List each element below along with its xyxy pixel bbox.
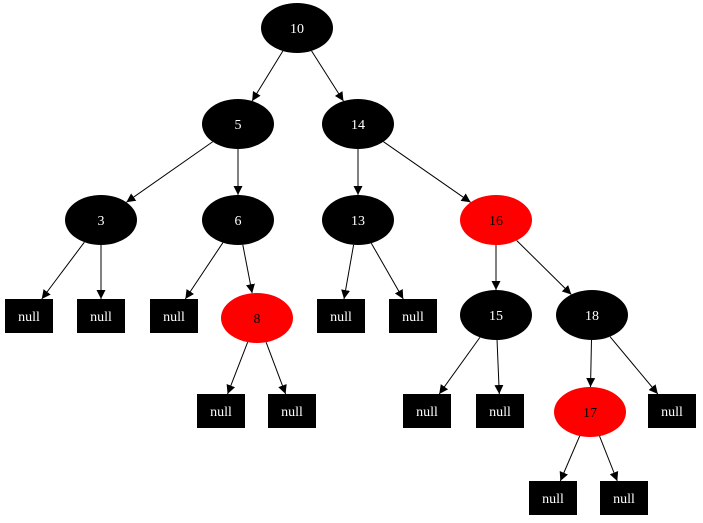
tree-node-14: 14 [322,99,394,149]
tree-node-8: 8 [221,293,293,343]
null-box [150,299,198,333]
tree-node-13: 13 [322,195,394,245]
null-leaf: null [77,299,125,333]
null-label: null [330,310,352,325]
edge-n13-z5 [370,242,404,300]
node-ellipse [65,195,137,245]
edge-n5-n3 [126,141,213,203]
null-box [403,394,451,428]
edge-n8-z6 [226,341,249,395]
edge-n18-z10 [609,336,659,395]
null-leaf: null [197,394,245,428]
node-ellipse [322,99,394,149]
null-leaf: null [600,481,648,515]
edge-n15-z8 [438,337,481,395]
null-leaf: null [648,394,696,428]
edge-n17-z11 [559,435,581,482]
node-label: 16 [489,214,503,229]
null-leaf: null [403,394,451,428]
edge-n17-z12 [599,435,619,482]
node-label: 10 [290,22,304,37]
null-leaf: null [476,394,524,428]
null-label: null [402,310,424,325]
node-ellipse [261,3,333,53]
null-label: null [281,405,303,420]
edge-n16-n18 [516,240,572,295]
node-label: 18 [585,309,599,324]
null-label: null [18,310,40,325]
null-box [529,481,577,515]
node-label: 15 [489,309,503,324]
tree-node-16: 16 [460,195,532,245]
tree-node-15: 15 [460,290,532,340]
null-label: null [163,310,185,325]
edge-n10-n14 [311,50,344,102]
null-label: null [90,310,112,325]
null-leaf: null [5,299,53,333]
node-ellipse [202,195,274,245]
tree-node-17: 17 [554,387,626,437]
node-label: 14 [351,118,365,133]
edge-n18-n17 [586,339,596,388]
null-label: null [489,405,511,420]
null-leaf: null [389,299,437,333]
node-ellipse [556,290,628,340]
edge-n6-z3 [184,242,224,300]
node-ellipse [221,293,293,343]
null-box [317,299,365,333]
edge-n10-n5 [251,50,284,102]
edge-n6-n8 [242,244,255,294]
null-box [389,299,437,333]
null-box [197,394,245,428]
node-label: 8 [254,312,261,327]
null-box [476,394,524,428]
node-label: 6 [235,214,242,229]
null-label: null [210,405,232,420]
edge-n13-z4 [341,244,355,300]
node-label: 17 [583,406,597,421]
tree-node-18: 18 [556,290,628,340]
node-ellipse [202,99,274,149]
node-ellipse [460,290,532,340]
edge-n14-n16 [383,141,471,203]
null-label: null [613,492,635,507]
tree-node-5: 5 [202,99,274,149]
null-leaf: null [268,394,316,428]
null-label: null [542,492,564,507]
null-box [600,481,648,515]
tree-node-3: 3 [65,195,137,245]
null-leaf: null [529,481,577,515]
null-box [268,394,316,428]
node-label: 3 [98,214,105,229]
node-label: 5 [235,118,242,133]
node-ellipse [460,195,532,245]
null-leaf: null [317,299,365,333]
edges [41,50,659,482]
null-box [648,394,696,428]
tree-node-10: 10 [261,3,333,53]
null-label: null [416,405,438,420]
null-box [5,299,53,333]
null-box [77,299,125,333]
node-ellipse [322,195,394,245]
edge-n3-z1 [41,241,85,300]
null-leaf: null [150,299,198,333]
edge-n8-z7 [265,342,287,395]
node-label: 13 [351,214,365,229]
null-label: null [661,405,683,420]
tree-node-6: 6 [202,195,274,245]
edge-n15-z9 [494,339,504,395]
nodes: 10 5 14 3 6 13 16 8 15 18 17 null null null null null nu… [5,3,696,515]
node-ellipse [554,387,626,437]
